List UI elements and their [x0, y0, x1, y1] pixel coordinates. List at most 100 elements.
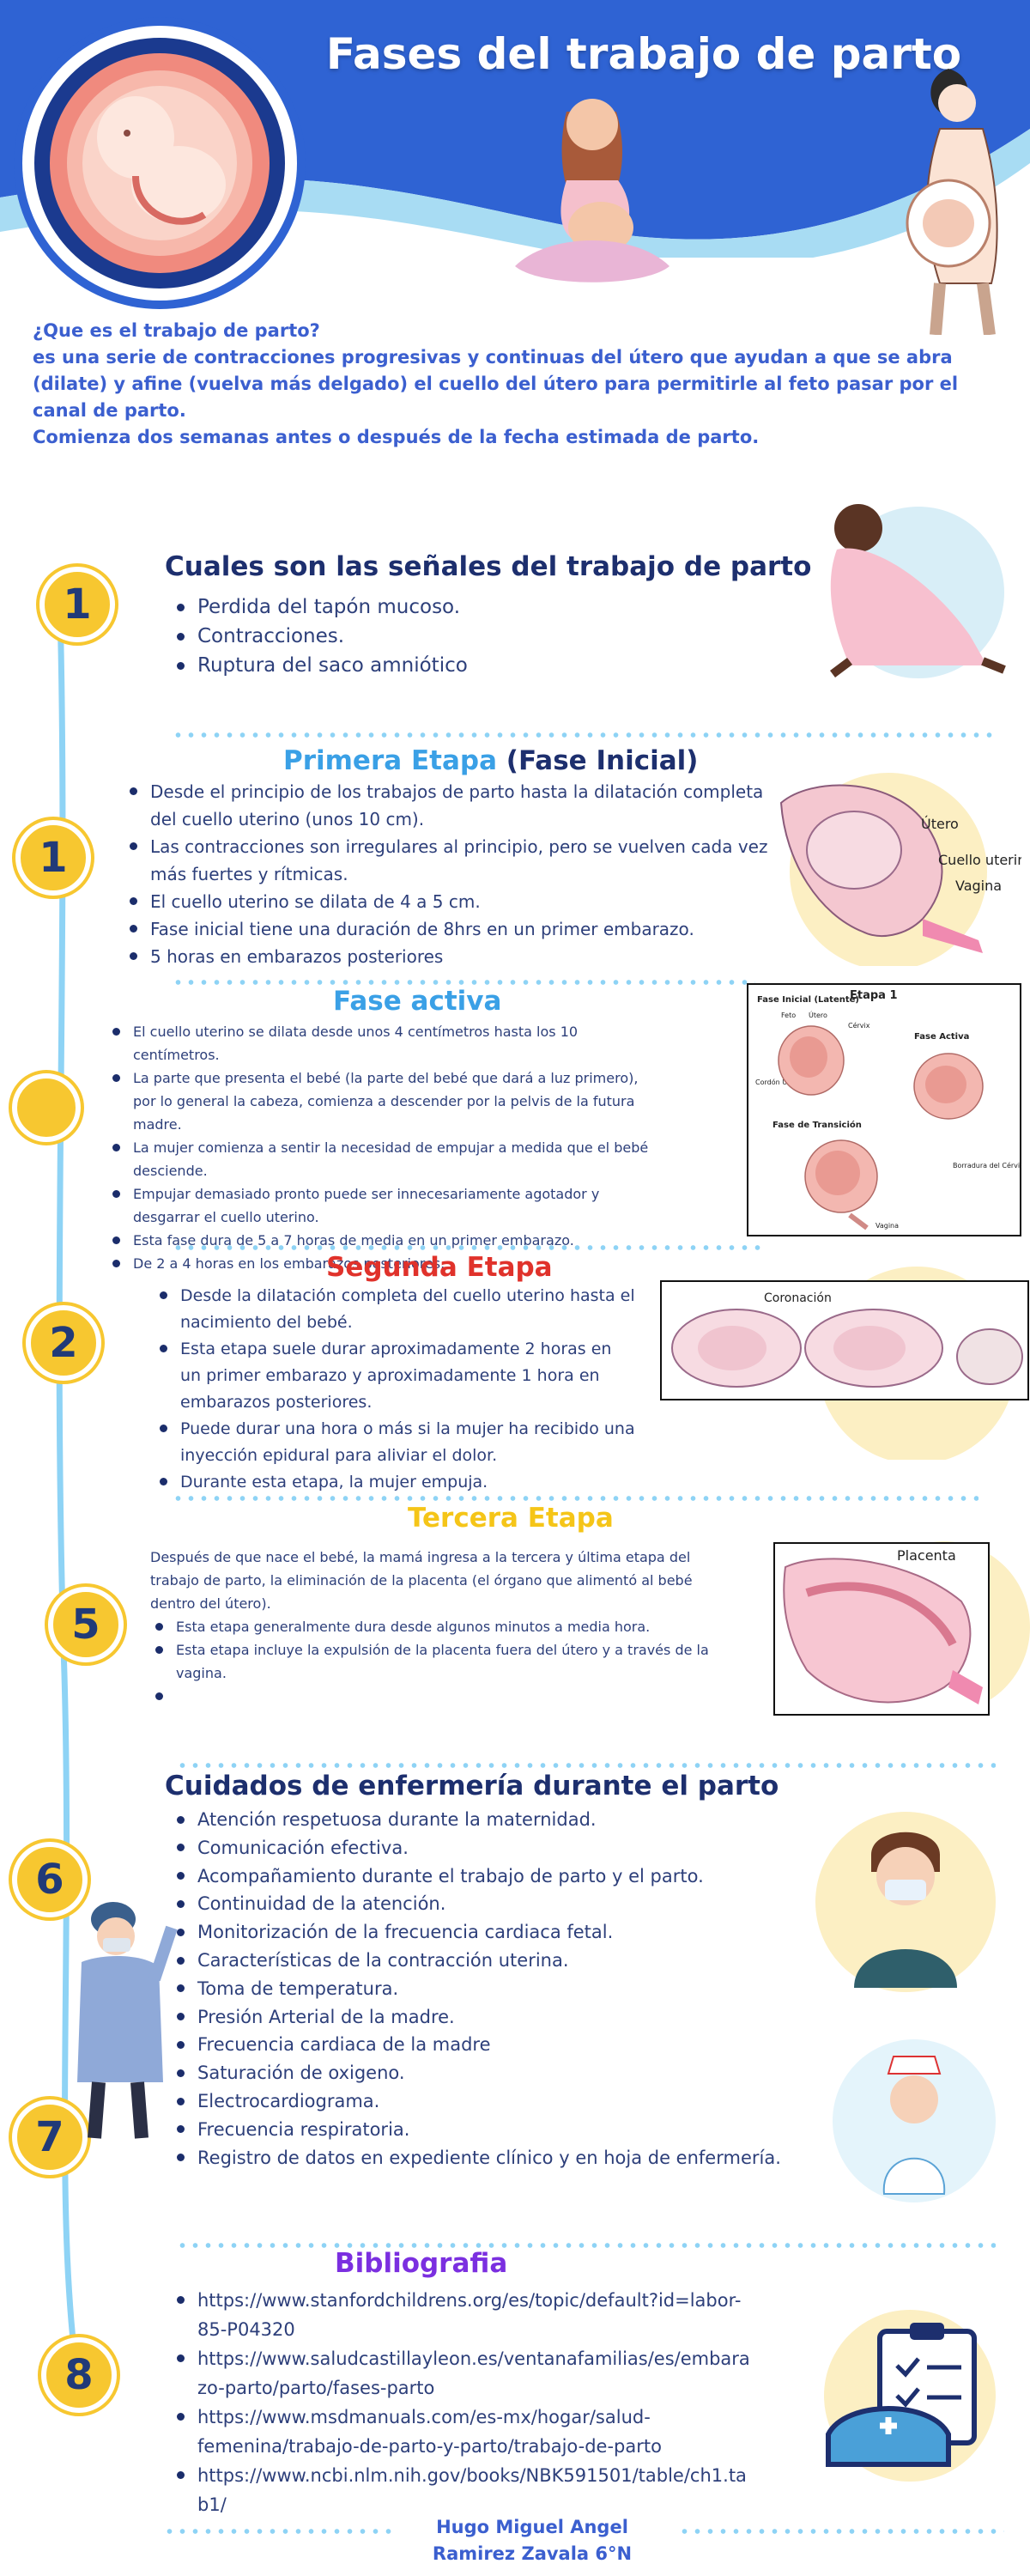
list-item: Desde el principio de los trabajos de pa… — [124, 778, 777, 833]
list-item: Frecuencia respiratoria. — [172, 2116, 841, 2144]
list-item — [150, 1685, 734, 1708]
author-name: Hugo Miguel Angel — [436, 2517, 628, 2537]
first-stage-list: Desde el principio de los trabajos de pa… — [124, 778, 777, 970]
list-item: El cuello uterino se dilata desde unos 4… — [107, 1020, 657, 1066]
list-item: Ruptura del saco amniótico — [172, 651, 772, 680]
figure-label-vagina: Vagina — [876, 1222, 899, 1230]
active-phase-list: El cuello uterino se dilata desde unos 4… — [107, 1020, 657, 1275]
list-item: Durante esta etapa, la mujer empuja. — [154, 1469, 635, 1496]
author-group: Ramirez Zavala 6°N — [432, 2543, 633, 2564]
figure-label-placenta: Placenta — [897, 1547, 956, 1564]
figure-label-crowning: Coronación — [764, 1291, 832, 1305]
care-list: Atención respetuosa durante la maternida… — [172, 1806, 841, 2172]
figure-label-cervix: Cuello uterino — [938, 852, 1021, 868]
bibliography-link[interactable]: https://www.msdmanuals.com/es-mx/hogar/s… — [172, 2403, 755, 2461]
divider-dots — [172, 1496, 978, 1501]
page-title: Fases del trabajo de parto — [325, 29, 962, 79]
list-item: Frecuencia cardiaca de la madre — [172, 2031, 841, 2059]
third-stage-list: Esta etapa generalmente dura desde algun… — [150, 1615, 734, 1708]
figure-label-cervix: Cérvix — [848, 1021, 870, 1030]
step-number-first-stage: 1 — [15, 820, 91, 896]
figure-label-active: Fase Activa — [914, 1032, 969, 1042]
step-number-third-stage: 5 — [48, 1587, 124, 1662]
bibliography-link[interactable]: https://www.saludcastillayleon.es/ventan… — [172, 2344, 755, 2403]
figure-label-uterus: Útero — [809, 1010, 827, 1019]
figure-label-umbilical-cord: Cordón Umbilical — [755, 1078, 814, 1086]
list-item: Las contracciones son irregulares al pri… — [124, 833, 777, 888]
list-item: La mujer comienza a sentir la necesidad … — [107, 1136, 657, 1182]
bibliography-heading: Bibliografia — [335, 2248, 508, 2279]
step-number-care-6: 6 — [12, 1842, 88, 1917]
second-stage-list: Desde la dilatación completa del cuello … — [154, 1283, 635, 1496]
list-item: La parte que presenta el bebé (la parte … — [107, 1066, 657, 1136]
pregnant-woman-sitting-illustration — [515, 99, 670, 283]
active-phase-heading: Fase activa — [333, 986, 502, 1017]
figure-label-vagina: Vagina — [955, 878, 1002, 894]
divider-dots — [176, 2243, 996, 2248]
nurse-with-cap-illustration — [833, 2039, 996, 2202]
step-circle-active-phase — [12, 1073, 81, 1142]
author-block: Hugo Miguel Angel Ramirez Zavala 6°N — [403, 2514, 661, 2567]
surgeon-illustration — [77, 1902, 178, 2139]
step-number-care-7: 7 — [12, 2099, 88, 2175]
list-item: Saturación de oxigeno. — [172, 2059, 841, 2087]
list-item: El cuello uterino se dilata de 4 a 5 cm. — [124, 888, 777, 915]
placenta-diagram: Placenta — [773, 1541, 1030, 1716]
list-item: Perdida del tapón mucoso. — [172, 592, 772, 622]
list-item: Contracciones. — [172, 622, 772, 651]
nurse-with-mask-illustration — [815, 1812, 996, 1992]
signs-list: Perdida del tapón mucoso. Contracciones.… — [172, 592, 772, 680]
list-item: Características de la contracción uterin… — [172, 1947, 841, 1975]
first-stage-heading-main: Primera Etapa — [283, 745, 497, 776]
intro-block: ¿Que es el trabajo de parto? es una seri… — [33, 318, 1011, 451]
intro-timing: Comienza dos semanas antes o después de … — [33, 427, 760, 447]
divider-dots — [172, 732, 996, 738]
bibliography-link[interactable]: https://www.stanfordchildrens.org/es/top… — [172, 2286, 755, 2344]
list-item: Presión Arterial de la madre. — [172, 2003, 841, 2032]
list-item: Puede durar una hora o más si la mujer h… — [154, 1416, 635, 1469]
care-heading: Cuidados de enfermería durante el parto — [165, 1771, 779, 1801]
divider-dots — [172, 980, 755, 985]
divider-dots — [172, 1245, 764, 1250]
list-item: Comunicación efectiva. — [172, 1834, 841, 1862]
third-stage-heading: Tercera Etapa — [408, 1503, 614, 1534]
crowning-diagram: Coronación — [660, 1267, 1029, 1460]
figure-label-effacement: Borradura del Cérvix — [953, 1161, 1021, 1170]
clipboard-nurse-cap-icon — [824, 2310, 996, 2482]
labor-phases-diagram: Etapa 1 Fase Inicial (Latente) Fase Acti… — [747, 983, 1021, 1236]
uterus-cervix-diagram: Útero Cuello uterino Vagina — [779, 773, 1021, 966]
figure-label-transition: Fase de Transición — [772, 1120, 862, 1130]
list-item: Monitorización de la frecuencia cardiaca… — [172, 1918, 841, 1947]
figure-label-latent: Fase Inicial (Latente) — [757, 995, 859, 1005]
divider-dots — [176, 1763, 996, 1768]
figure-label-stage: Etapa 1 — [850, 989, 898, 1002]
signs-heading: Cuales son las señales del trabajo de pa… — [165, 551, 812, 582]
list-item: Toma de temperatura. — [172, 1975, 841, 2003]
list-item: Atención respetuosa durante la maternida… — [172, 1806, 841, 1834]
bibliography-list: https://www.stanfordchildrens.org/es/top… — [172, 2286, 755, 2519]
first-stage-heading-sub: (Fase Inicial) — [506, 745, 699, 776]
figure-label-fetus: Feto — [781, 1012, 796, 1019]
list-item: Esta etapa suele durar aproximadamente 2… — [154, 1336, 635, 1416]
footer-dots-right — [678, 2529, 1004, 2534]
first-stage-heading: Primera Etapa (Fase Inicial) — [283, 745, 698, 776]
list-item: Esta fase dura de 5 a 7 horas de media e… — [107, 1229, 657, 1252]
bibliography-link[interactable]: https://www.ncbi.nlm.nih.gov/books/NBK59… — [172, 2461, 755, 2519]
pregnant-woman-standing-illustration — [906, 69, 998, 335]
list-item: Desde la dilatación completa del cuello … — [154, 1283, 635, 1336]
woman-in-labor-illustration — [830, 504, 1006, 678]
fetus-in-womb-illustration — [14, 17, 306, 309]
third-stage-intro: Después de que nace el bebé, la mamá ing… — [150, 1549, 693, 1612]
figure-label-uterus: Útero — [921, 816, 959, 832]
list-item: Registro de datos en expediente clínico … — [172, 2144, 841, 2172]
step-number-signs: 1 — [39, 567, 115, 642]
list-item: Acompañamiento durante el trabajo de par… — [172, 1862, 841, 1891]
intro-question: ¿Que es el trabajo de parto? — [33, 320, 320, 341]
list-item: Empujar demasiado pronto puede ser innec… — [107, 1182, 657, 1229]
footer-dots-left — [163, 2529, 395, 2534]
list-item: Esta etapa incluye la expulsión de la pl… — [150, 1638, 734, 1685]
list-item: 5 horas en embarazos posteriores — [124, 943, 777, 970]
list-item: Fase inicial tiene una duración de 8hrs … — [124, 915, 777, 943]
intro-definition: es una serie de contracciones progresiva… — [33, 347, 959, 421]
second-stage-heading: Segunda Etapa — [326, 1252, 553, 1283]
